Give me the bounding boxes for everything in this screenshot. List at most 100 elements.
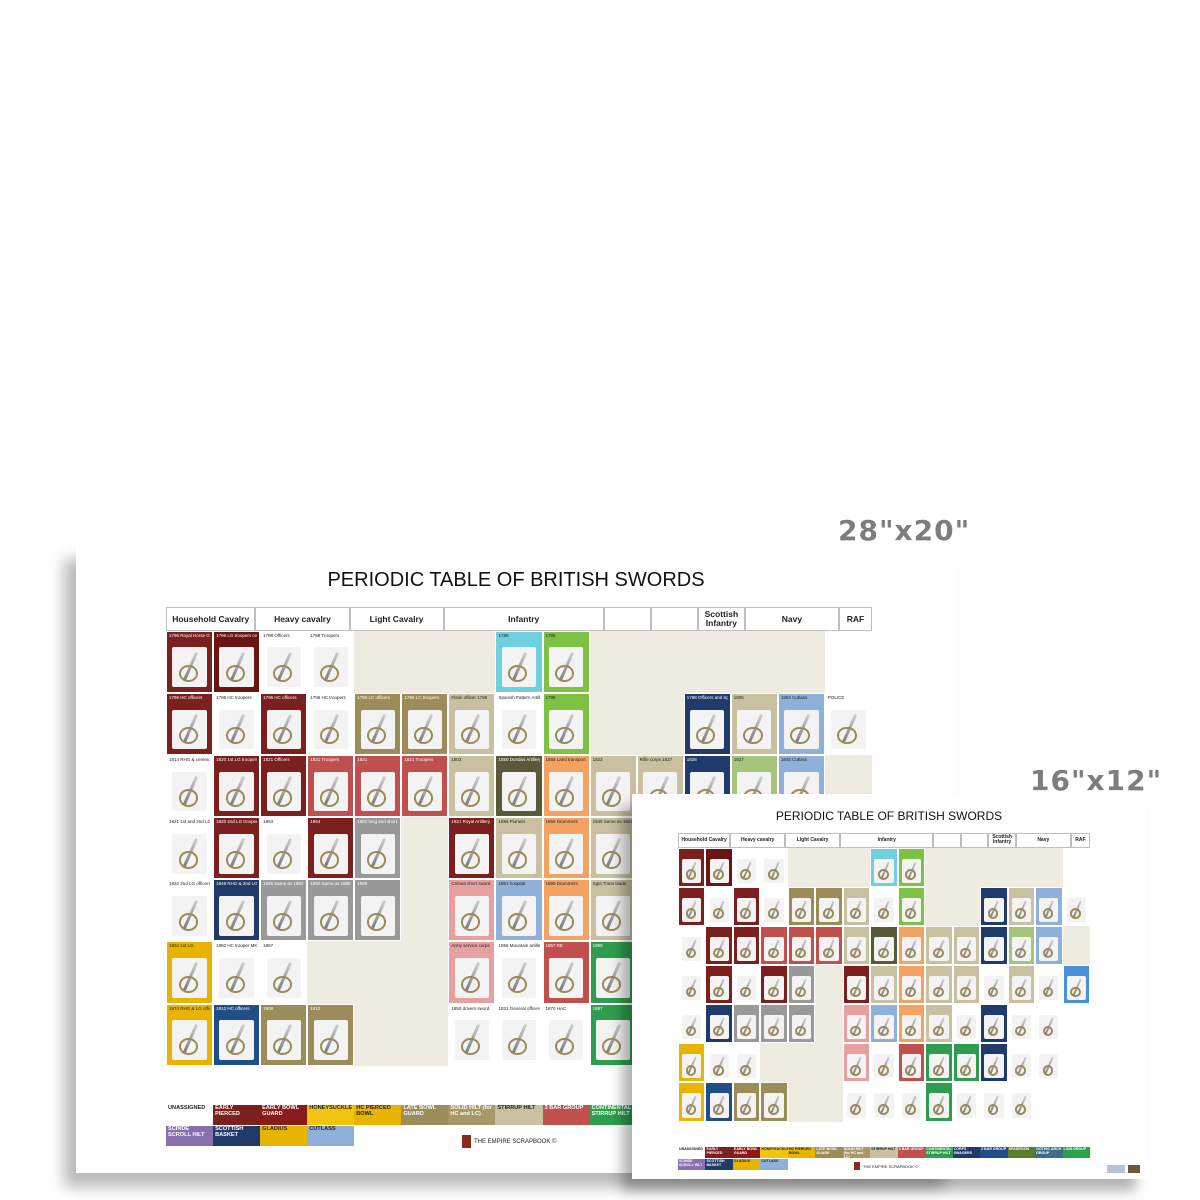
- sword-hilt-icon: [767, 1103, 779, 1115]
- sword-cell: 1855 Land transport corps: [542, 755, 590, 818]
- sword-hilt-icon: [837, 727, 857, 745]
- sword-image: [1039, 975, 1059, 1001]
- sword-hilt-icon: [602, 975, 622, 993]
- sword-caption: 1845 Cutlass: [780, 757, 808, 763]
- sword-cell: 1850 drivers sword: [448, 1003, 496, 1066]
- sword-caption: 1834 1st LG: [169, 943, 194, 949]
- column-header: [603, 607, 651, 631]
- sword-image: [1066, 975, 1086, 1001]
- sword-hilt-icon: [932, 986, 944, 998]
- legend-item: EARLY BOWL GUARD: [732, 1147, 761, 1158]
- sword-caption: 1821 Royal Artillery: [451, 819, 491, 825]
- sword-hilt-icon: [740, 1025, 752, 1037]
- sword-image: [709, 1093, 729, 1118]
- sword-image: [791, 897, 812, 923]
- sword-image: [172, 958, 207, 998]
- sword-hilt-icon: [905, 1025, 917, 1037]
- sword-hilt-icon: [555, 789, 575, 807]
- sword-image: [501, 709, 537, 750]
- sword-cell: 1788 Troopers: [307, 630, 355, 693]
- sword-cell: [980, 965, 1008, 1005]
- sword-caption: 1831 General officers: [498, 1005, 540, 1011]
- sword-cell: 1821 1st and 2nd LG: [166, 817, 214, 880]
- sword-hilt-icon: [460, 789, 481, 807]
- sword-hilt-icon: [272, 789, 292, 807]
- sword-image: [819, 897, 839, 923]
- sword-image: [929, 975, 949, 1001]
- empty-cell: [925, 847, 1063, 888]
- sword-cell: Spanish Pattern Artillery c.1805: [495, 692, 543, 756]
- sword-caption: 1845 Same as 1822 but with new blade: [592, 819, 634, 825]
- sword-image: [901, 1053, 922, 1079]
- sword-cell: [897, 965, 926, 1005]
- column-header: [933, 833, 961, 848]
- sword-image: [454, 833, 490, 874]
- sword-cell: [925, 1043, 953, 1083]
- sword-caption: 1822: [592, 757, 603, 763]
- sword-cell: 1831 General officers: [495, 1003, 543, 1066]
- sword-caption: 1796 LG troopers ceremonial: [216, 632, 258, 638]
- sword-cell: [1007, 1082, 1036, 1122]
- legend-item: 3 BAR GROUP: [897, 1147, 926, 1158]
- sword-cell: [897, 1082, 926, 1122]
- sword-image: [454, 709, 490, 750]
- sword-cell: 1892 HC trooper MK2: [213, 941, 261, 1004]
- sword-cell: [1035, 887, 1063, 927]
- sword-image: [874, 1053, 894, 1079]
- sword-caption: 1821: [357, 757, 368, 763]
- sword-cell: [678, 847, 706, 888]
- sword-image: [690, 709, 725, 750]
- sword-image: [454, 771, 490, 812]
- legend-item: HC PIERCED BOWL: [354, 1105, 402, 1125]
- sword-cell: [980, 1043, 1008, 1083]
- sword-cell: [870, 1082, 898, 1122]
- sword-hilt-icon: [712, 1103, 724, 1115]
- column-header: RAF: [1070, 833, 1090, 848]
- sword-cell: [925, 965, 953, 1005]
- legend-item: HONEYSUCKLE: [307, 1105, 355, 1125]
- sword-hilt-icon: [460, 1037, 481, 1056]
- sword-image: [901, 897, 922, 923]
- sword-caption: Army service corps: [451, 943, 490, 949]
- sword-caption: 1908: [263, 1005, 274, 1011]
- sword-hilt-icon: [1070, 908, 1081, 920]
- sword-cell: 1897: [589, 1003, 637, 1066]
- sword-cell: [897, 1004, 926, 1044]
- sword-cell: 1885 Same as 1882 but with pommel reinfo…: [260, 879, 308, 942]
- sword-cell: [705, 887, 733, 927]
- sword-image: [784, 709, 819, 750]
- sword-image: [266, 647, 301, 688]
- sword-hilt-icon: [877, 986, 889, 998]
- sword-image: [736, 897, 757, 923]
- sword-image: [709, 897, 729, 923]
- sword-cell: [897, 926, 926, 966]
- sword-cell: [678, 1004, 706, 1044]
- sword-cell: [678, 887, 706, 927]
- sword-caption: 1827: [733, 757, 744, 763]
- sword-cell: [760, 926, 788, 966]
- sword-cell: 1796 LC troopers: [401, 692, 449, 756]
- sword-image: [313, 771, 348, 812]
- brand-name: THE EMPIRE SCRAPBOOK ©: [863, 1163, 918, 1169]
- sword-hilt-icon: [795, 986, 807, 998]
- sword-image: [929, 936, 949, 962]
- sword-caption: 1912: [310, 1005, 321, 1011]
- sword-cell: [842, 887, 871, 927]
- sword-cell: 1788 Officers: [260, 630, 308, 693]
- sword-cell: [760, 965, 788, 1005]
- sword-cell: 1821 Troopers: [401, 755, 449, 818]
- column-header: Household Cavalry: [678, 833, 731, 848]
- sword-caption: 1895: [592, 943, 603, 949]
- sword-image: [846, 936, 867, 962]
- sword-cell: 1821 Royal Artillery: [448, 817, 496, 880]
- sword-cell: 1856 Pioneer: [495, 817, 543, 880]
- sword-hilt-icon: [178, 727, 198, 745]
- sword-cell: [815, 926, 843, 966]
- sword-cell: [980, 926, 1008, 966]
- sword-cell: 1857 RE: [542, 941, 590, 1004]
- sword-image: [596, 771, 631, 812]
- sword-caption: 1887: [263, 943, 274, 949]
- sword-hilt-icon: [740, 1064, 752, 1076]
